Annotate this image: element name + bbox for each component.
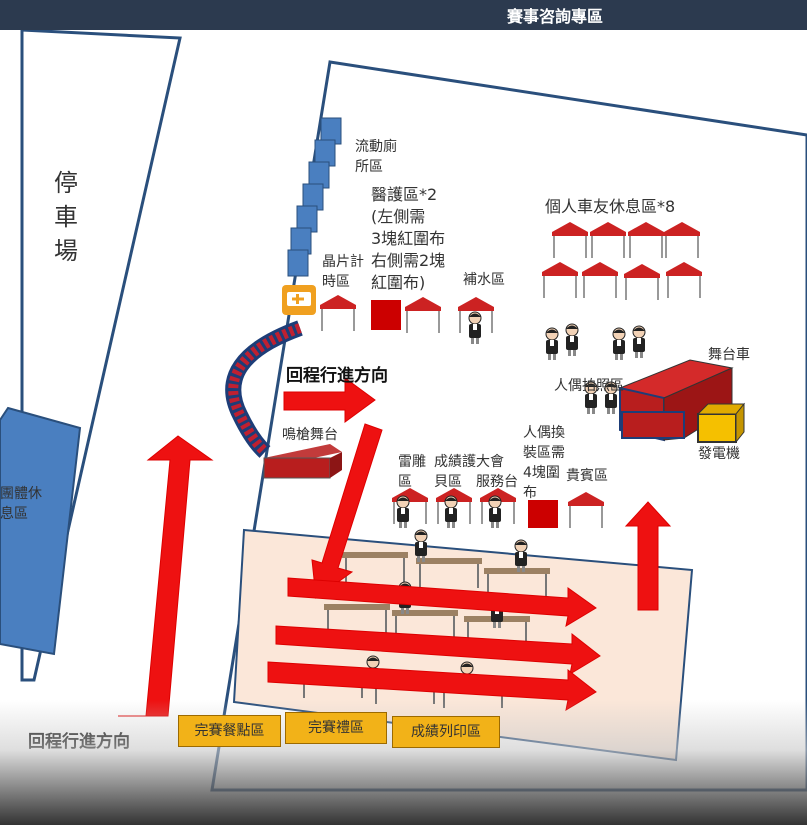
generator xyxy=(696,402,746,444)
header-bar: 賽事咨詢專區 xyxy=(0,0,807,30)
arrow-right-2 xyxy=(275,625,601,676)
mascot-change-label: 人偶換 裝區需 4塊圍 布 xyxy=(523,425,565,501)
engraving-label: 雷雕 區 xyxy=(398,454,426,490)
group-rest-block xyxy=(0,406,82,656)
result-staff-label: 成績護 貝區 xyxy=(434,454,476,490)
vip-label: 貴賓區 xyxy=(566,468,608,484)
venue-map xyxy=(0,30,807,792)
water-station-label: 補水區 xyxy=(463,272,505,288)
return-direction-top-label: 回程行進方向 xyxy=(286,366,388,386)
medical-red-cloth xyxy=(371,300,401,330)
mascot-change-cloth xyxy=(528,500,558,528)
result-print-box: 成績列印區 xyxy=(392,716,500,748)
finish-meal-box: 完賽餐點區 xyxy=(178,715,281,747)
service-desk-label: 大會 服務台 xyxy=(476,454,518,490)
gun-stage-label: 鳴槍舞台 xyxy=(282,427,338,443)
generator-label: 發電機 xyxy=(698,446,740,462)
gun-stage xyxy=(263,444,342,479)
finish-gift-box: 完賽禮區 xyxy=(285,712,387,744)
arrow-up-left xyxy=(118,435,214,717)
stage-truck-label: 舞台車 xyxy=(708,347,750,363)
chip-timing-label: 晶片計 時區 xyxy=(322,254,364,290)
personal-rest-label: 個人車友休息區*8 xyxy=(545,197,676,216)
ambulance-icon xyxy=(282,285,316,315)
return-direction-bottom-label: 回程行進方向 xyxy=(28,732,130,752)
mascot-photo-label: 人偶拍照區 xyxy=(554,378,624,394)
timing-arch xyxy=(225,320,303,458)
arrow-right-top xyxy=(283,377,376,423)
parking-label: 停 車 場 xyxy=(54,169,78,265)
portable-toilet-blocks xyxy=(287,117,342,277)
page-title: 賽事咨詢專區 xyxy=(506,7,603,26)
group-rest-label: 團體休 息區 xyxy=(0,486,42,522)
medical-label: 醫護區*2 (左側需 3塊紅圍布 右側需2塊 紅圍布) xyxy=(371,185,446,292)
direction-arrows xyxy=(118,377,672,717)
arrow-up-right xyxy=(624,501,672,611)
arrow-right-1 xyxy=(287,577,597,628)
portable-toilet-label: 流動廁 所區 xyxy=(355,139,397,175)
